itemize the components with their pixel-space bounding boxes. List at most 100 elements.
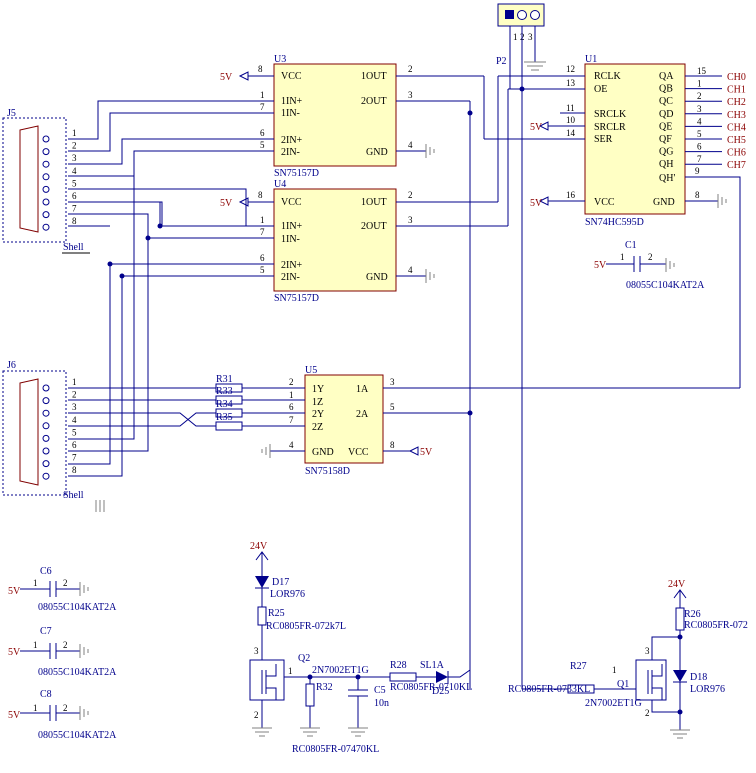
u1-out-name: QD <box>659 109 673 120</box>
svg-text:4: 4 <box>408 265 413 275</box>
u1-out-name: QB <box>659 84 673 95</box>
svg-text:5V: 5V <box>594 260 607 271</box>
svg-text:LOR976: LOR976 <box>690 684 725 695</box>
svg-text:1Y: 1Y <box>312 384 324 395</box>
svg-text:1OUT: 1OUT <box>361 71 387 82</box>
net-label: CH7 <box>727 160 746 171</box>
connector-pin-number: 2 <box>72 141 77 151</box>
svg-text:RC0805FR-07470KL: RC0805FR-07470KL <box>292 744 379 755</box>
power-symbols: 5V 5V 5V 5V 5V <box>220 72 543 458</box>
svg-text:5V: 5V <box>530 122 543 133</box>
c8-capacitor: C8 08055C104KAT2A 1 2 5V <box>8 689 117 741</box>
u1-out-pin: 2 <box>697 91 702 101</box>
svg-text:2Y: 2Y <box>312 409 324 420</box>
connector-pin-number: 3 <box>72 402 77 412</box>
j5-shell: Shell <box>63 242 84 253</box>
svg-text:1IN-: 1IN- <box>281 108 300 119</box>
svg-text:1IN+: 1IN+ <box>281 221 303 232</box>
u1-out-name: QE <box>659 121 672 132</box>
connector-pin-number: 8 <box>72 216 77 226</box>
connector-pin <box>42 160 50 168</box>
svg-text:13: 13 <box>566 78 576 88</box>
connector-pin <box>42 422 50 430</box>
net-label: CH1 <box>727 85 746 96</box>
svg-text:5V: 5V <box>420 447 433 458</box>
u1-out-pin: 3 <box>697 104 702 114</box>
svg-text:R25: R25 <box>268 608 285 619</box>
svg-text:GND: GND <box>366 147 388 158</box>
svg-text:D17: D17 <box>272 577 289 588</box>
connector-pin-number: 6 <box>72 440 77 450</box>
svg-text:C1: C1 <box>625 240 637 251</box>
svg-text:GND: GND <box>366 272 388 283</box>
svg-text:1: 1 <box>513 32 518 42</box>
connector-pin-number: 6 <box>72 191 77 201</box>
connector-pin <box>42 397 50 405</box>
svg-text:3: 3 <box>254 646 259 656</box>
connector-pin <box>42 198 50 206</box>
connector-pin-number: 7 <box>72 453 77 463</box>
svg-text:3: 3 <box>528 32 533 42</box>
svg-text:7: 7 <box>260 227 265 237</box>
svg-text:1: 1 <box>612 665 617 675</box>
connector-pin <box>42 409 50 417</box>
svg-text:1IN-: 1IN- <box>281 234 300 245</box>
svg-text:3: 3 <box>408 215 413 225</box>
svg-text:RCLK: RCLK <box>594 71 621 82</box>
svg-text:4: 4 <box>408 140 413 150</box>
connector-pin-number: 1 <box>72 377 77 387</box>
u1-out-pin: 1 <box>697 79 702 89</box>
svg-text:SER: SER <box>594 134 613 145</box>
svg-text:2OUT: 2OUT <box>361 221 387 232</box>
u4-ic: U4 SN75157D VCC 1IN+ 1IN- 2IN+ 2IN- 1OUT… <box>258 179 413 304</box>
svg-text:Q2: Q2 <box>298 653 310 664</box>
connector-pin-number: 5 <box>72 178 77 188</box>
svg-text:OE: OE <box>594 84 607 95</box>
u3-ref: U3 <box>274 54 286 65</box>
svg-text:QH': QH' <box>659 173 675 184</box>
svg-text:2OUT: 2OUT <box>361 96 387 107</box>
svg-text:1Z: 1Z <box>312 397 323 408</box>
connector-pin <box>42 185 50 193</box>
svg-text:SRCLK: SRCLK <box>594 109 627 120</box>
svg-text:1: 1 <box>289 390 294 400</box>
svg-text:R31: R31 <box>216 374 233 385</box>
svg-text:C6: C6 <box>40 566 52 577</box>
net-label: CH0 <box>727 72 746 83</box>
svg-text:2IN-: 2IN- <box>281 272 300 283</box>
u1-ref: U1 <box>585 54 597 65</box>
svg-text:10n: 10n <box>374 698 389 709</box>
svg-text:5: 5 <box>390 402 395 412</box>
svg-text:4: 4 <box>289 440 294 450</box>
u5-resistors: R31 R33 R34 R35 <box>215 374 243 431</box>
svg-text:5V: 5V <box>220 72 233 83</box>
u3-part: SN75157D <box>274 168 319 179</box>
svg-text:7: 7 <box>260 102 265 112</box>
svg-text:Q1: Q1 <box>617 679 629 690</box>
svg-text:2: 2 <box>408 190 413 200</box>
u1-out-pin: 5 <box>697 129 702 139</box>
j5-ref: J5 <box>7 108 16 119</box>
svg-text:1: 1 <box>260 90 265 100</box>
svg-text:R27: R27 <box>570 661 587 672</box>
svg-text:D25: D25 <box>432 686 449 697</box>
svg-text:VCC: VCC <box>281 197 302 208</box>
svg-text:8: 8 <box>390 440 395 450</box>
svg-text:5: 5 <box>260 140 265 150</box>
svg-text:RC0805FR-0733KL: RC0805FR-0733KL <box>508 684 590 695</box>
connector-pin <box>42 472 50 480</box>
svg-text:GND: GND <box>653 197 675 208</box>
svg-text:1: 1 <box>33 640 38 650</box>
svg-text:5V: 5V <box>8 586 21 597</box>
u1-ic: U1 SN74HC595D RCLK OE SRCLK SRCLR SER VC… <box>566 54 700 228</box>
svg-text:14: 14 <box>566 128 576 138</box>
svg-text:24V: 24V <box>668 579 686 590</box>
svg-text:SRCLR: SRCLR <box>594 122 626 133</box>
net-label: CH4 <box>727 122 746 133</box>
connector-pin <box>42 384 50 392</box>
u4-ref: U4 <box>274 179 286 190</box>
connector-pin-number: 4 <box>72 415 77 425</box>
net-label: CH6 <box>727 148 746 159</box>
